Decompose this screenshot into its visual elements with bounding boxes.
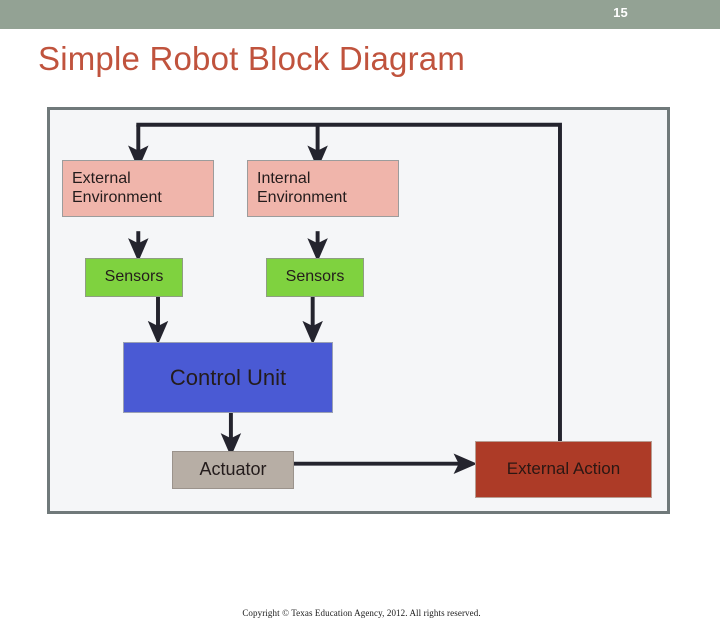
node-actuator[interactable]: Actuator bbox=[172, 451, 294, 489]
node-sensors-internal-label: Sensors bbox=[285, 268, 345, 286]
node-external-environment[interactable]: External Environment bbox=[62, 160, 214, 217]
node-actuator-label: Actuator bbox=[199, 459, 267, 480]
copyright-notice: Copyright © Texas Education Agency, 2012… bbox=[242, 608, 481, 618]
node-internal-environment[interactable]: Internal Environment bbox=[247, 160, 399, 217]
page-number: 15 bbox=[613, 5, 628, 20]
node-control-unit-label: Control Unit bbox=[169, 364, 287, 390]
node-internal-environment-label: Internal Environment bbox=[257, 169, 347, 206]
feedback-loop-connector bbox=[128, 122, 562, 445]
node-sensors-external-label: Sensors bbox=[104, 268, 164, 286]
node-sensors-external[interactable]: Sensors bbox=[85, 258, 183, 297]
diagram-frame: External Environment Internal Environmen… bbox=[47, 107, 670, 618]
page-title: Simple Robot Block Diagram bbox=[38, 40, 466, 77]
node-sensors-internal[interactable]: Sensors bbox=[266, 258, 364, 297]
node-control-unit[interactable]: Control Unit bbox=[123, 342, 333, 413]
node-external-action-label: External Action bbox=[506, 459, 621, 479]
connector-layer bbox=[128, 122, 562, 474]
slide-header-bar: 15 bbox=[0, 0, 720, 29]
node-external-environment-label: External Environment bbox=[72, 169, 162, 206]
node-external-action[interactable]: External Action bbox=[475, 441, 652, 498]
